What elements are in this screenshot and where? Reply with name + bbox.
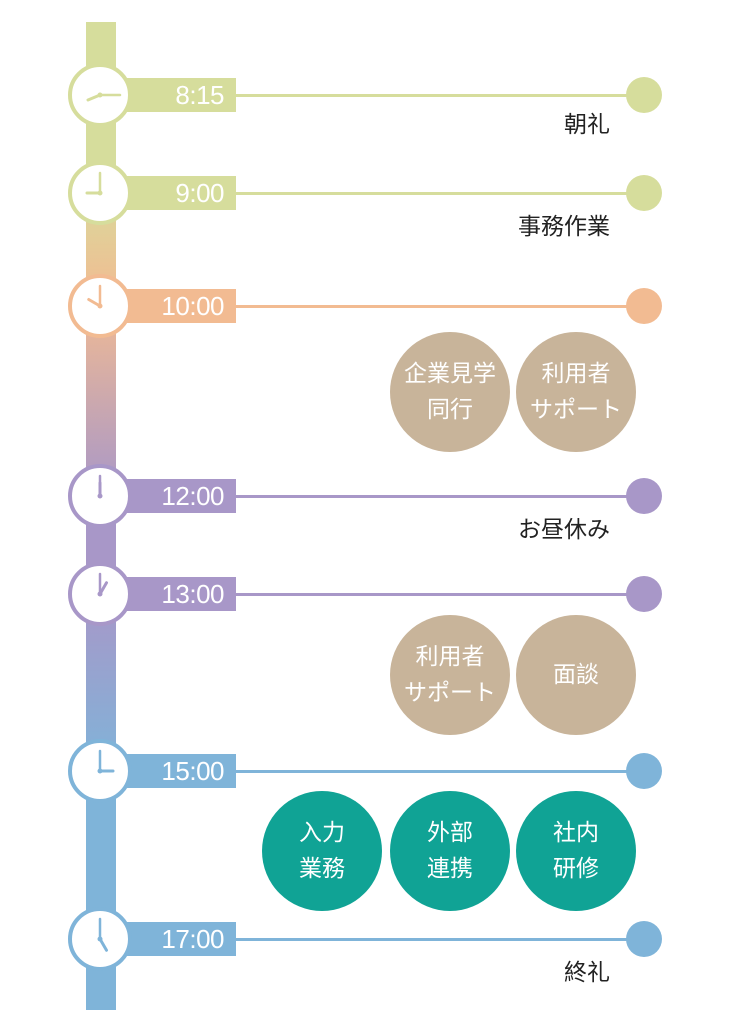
timeline-end-dot [626,921,662,957]
timeline-connector-line [234,593,641,596]
time-label: 9:00 [118,176,236,210]
time-label: 17:00 [118,922,236,956]
clock-center-dot [97,768,103,774]
time-label: 8:15 [118,78,236,112]
activity-bubble: 入力 業務 [262,791,382,911]
activity-bubble: 利用者 サポート [516,332,636,452]
clock-center-dot [97,190,103,196]
clock-icon [66,61,134,129]
clock-icon [66,560,134,628]
timeline-end-dot [626,576,662,612]
activity-bubble: 面談 [516,615,636,735]
clock-center-dot [97,591,103,597]
timeline-connector-line [234,938,641,941]
clock-icon [66,462,134,530]
clock-center-dot [97,92,103,98]
event-label: 事務作業 [518,214,610,240]
timeline-connector-line [234,495,641,498]
clock-icon [66,159,134,227]
timeline-connector-line [234,94,641,97]
clock-icon [66,905,134,973]
timeline-connector-line [234,770,641,773]
event-label: 朝礼 [564,112,610,138]
clock-center-dot [97,303,103,309]
clock-icon [66,737,134,805]
time-label: 15:00 [118,754,236,788]
activity-bubble: 社内 研修 [516,791,636,911]
timeline-connector-line [234,192,641,195]
timeline-end-dot [626,175,662,211]
clock-center-dot [97,493,103,499]
activity-bubble: 利用者 サポート [390,615,510,735]
event-label: お昼休み [518,517,610,543]
clock-icon [66,272,134,340]
timeline-end-dot [626,753,662,789]
activity-bubble: 企業見学 同行 [390,332,510,452]
activity-bubble: 外部 連携 [390,791,510,911]
time-label: 12:00 [118,479,236,513]
event-label: 終礼 [564,960,610,986]
clock-center-dot [97,936,103,942]
time-label: 10:00 [118,289,236,323]
timeline-end-dot [626,77,662,113]
timeline-end-dot [626,478,662,514]
time-label: 13:00 [118,577,236,611]
timeline-connector-line [234,305,641,308]
timeline-end-dot [626,288,662,324]
